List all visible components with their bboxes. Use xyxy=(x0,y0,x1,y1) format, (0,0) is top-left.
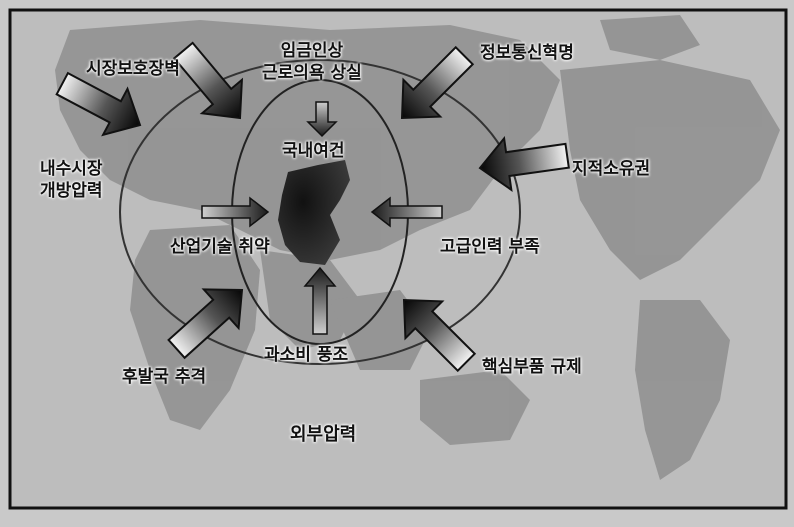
outer-label-left: 내수시장 개방압력 xyxy=(40,159,103,201)
inner-label-top: 임금인상 근로의욕 상실 xyxy=(262,41,362,83)
inner-arrow-top xyxy=(306,101,338,138)
inner-arrow-left xyxy=(201,196,270,228)
outer-label-top-left: 시장보호장벽 xyxy=(86,59,180,79)
outer-pressure-ellipse xyxy=(119,59,521,365)
outer-arrow-bottom-left xyxy=(167,288,244,360)
outer-label-right: 지적소유권 xyxy=(572,159,651,179)
outer-arrow-top-right xyxy=(400,45,475,120)
outer-label-bottom-left: 후발국 추격 xyxy=(122,367,207,387)
korea-map-icon xyxy=(278,160,350,265)
outer-arrow-left xyxy=(55,71,142,137)
inner-label-bottom: 과소비 풍조 xyxy=(264,345,349,365)
outer-arrow-top-left xyxy=(172,41,244,120)
inner-label-left: 산업기술 취약 xyxy=(170,237,270,257)
inner-title: 국내여건 xyxy=(282,141,345,161)
continents xyxy=(55,15,780,480)
outer-arrow-bottom-right xyxy=(402,298,477,373)
inner-label-right: 고급인력 부족 xyxy=(440,237,540,257)
outer-arrow-right xyxy=(478,135,570,192)
inner-arrow-right xyxy=(370,196,443,228)
diagram-border xyxy=(8,8,788,510)
outer-title: 외부압력 xyxy=(290,424,357,445)
outer-label-top-right: 정보통신혁명 xyxy=(480,43,574,63)
inner-arrow-bottom xyxy=(303,266,337,335)
outer-label-bottom-right: 핵심부품 규제 xyxy=(482,357,582,377)
